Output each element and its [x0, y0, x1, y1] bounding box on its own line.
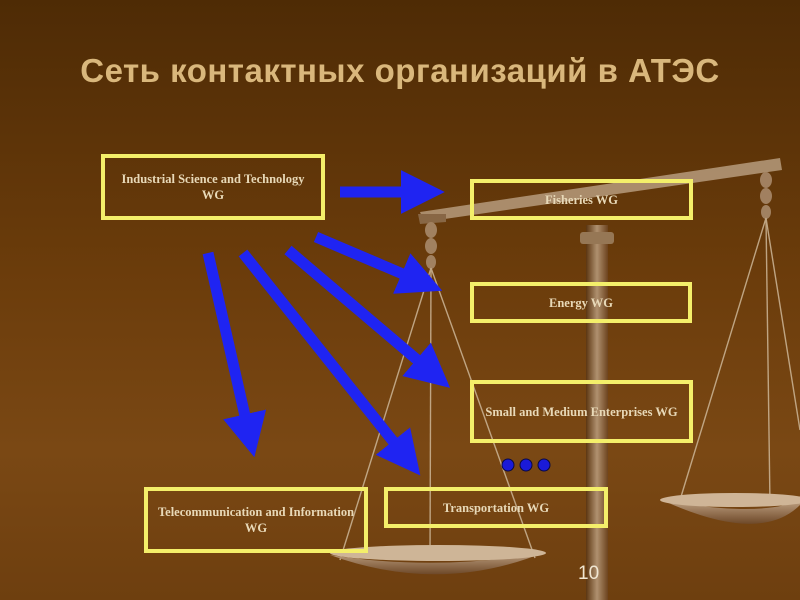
- arrow-industrial-to-energy: [313, 231, 443, 294]
- node-transportation: Transportation WG: [384, 487, 608, 528]
- node-fisheries: Fisheries WG: [470, 179, 693, 220]
- page-number: 10: [578, 563, 600, 584]
- ellipsis-dots-icon: [501, 458, 551, 472]
- arrow-industrial-to-sme: [284, 245, 451, 388]
- node-label: Telecommunication and Information WG: [157, 505, 355, 535]
- node-label: Fisheries WG: [544, 192, 619, 207]
- node-telecom: Telecommunication and Information WG: [144, 487, 368, 553]
- node-sme: Small and Medium Enterprises WG: [470, 380, 693, 443]
- node-industrial-science: Industrial Science and Technology WG: [101, 154, 325, 220]
- node-energy: Energy WG: [470, 282, 692, 323]
- node-label: Transportation WG: [442, 500, 550, 515]
- arrow-industrial-to-telecom: [202, 251, 267, 458]
- node-label: Small and Medium Enterprises WG: [485, 404, 678, 419]
- arrow-industrial-to-transport: [238, 249, 421, 476]
- scales-of-justice-icon: [330, 158, 800, 600]
- node-label: Energy WG: [548, 295, 613, 310]
- node-label: Industrial Science and Technology WG: [121, 172, 305, 202]
- slide-title: Сеть контактных организаций в АТЭС: [80, 52, 720, 89]
